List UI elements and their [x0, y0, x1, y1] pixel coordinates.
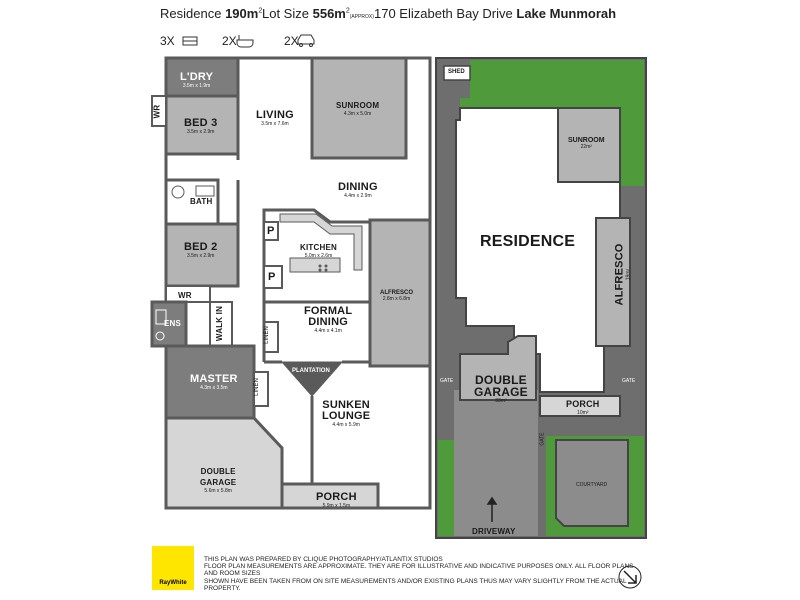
- site-porch: PORCH 10m²: [566, 399, 600, 416]
- site-plan: [435, 57, 647, 539]
- car-icon: [297, 34, 315, 47]
- disclaimer-line-3: shown have been taken from on site measu…: [204, 577, 627, 592]
- lot-value: 556m: [312, 6, 346, 21]
- room-ens: ENS: [164, 319, 182, 328]
- room-sunroom: SUNROOM 4.3m x 5.0m: [336, 101, 380, 117]
- compass-icon: [618, 565, 642, 589]
- room-linen-2: LINEN: [253, 378, 260, 396]
- room-sunken-lounge: SUNKEN LOUNGE 4.4m x 5.9m: [322, 399, 371, 429]
- disclaimer-line-1: This plan was prepared by Clique Photogr…: [204, 556, 443, 563]
- room-formal-dining: FORMAL DINING 4.4m x 4.1m: [304, 305, 353, 335]
- room-alfresco: ALFRESCO 2.8m x 6.8m: [380, 290, 413, 302]
- raywhite-logo: RayWhite: [152, 546, 194, 590]
- disclaimer: This plan was prepared by Clique Photogr…: [204, 556, 644, 592]
- residence-value: 190m: [225, 6, 259, 21]
- room-bed3: BED 3 3.5m x 2.9m: [184, 117, 218, 136]
- room-living: LIVING 3.5m x 7.6m: [256, 109, 294, 128]
- header-lot: Lot Size 556m2(APPROX): [262, 6, 374, 21]
- room-bath: BATH: [190, 197, 213, 206]
- site-shed: SHED: [448, 69, 465, 75]
- site-gate-right: GATE: [622, 378, 636, 384]
- feature-icons-baths: 2X: [222, 34, 241, 48]
- room-linen-1: LINEN: [263, 326, 270, 344]
- lot-label: Lot Size: [262, 6, 309, 21]
- room-laundry: L'DRY 3.5m x 1.9m: [180, 71, 214, 90]
- room-double-garage: DOUBLE GARAGE 5.6m x 5.8m: [200, 467, 237, 494]
- room-plantation: PLANTATION: [292, 368, 330, 374]
- address-text: 170 Elizabeth Bay Drive: [374, 6, 513, 21]
- disclaimer-line-2: Floor plan measurements are approximate.…: [204, 563, 634, 578]
- suburb-text: Lake Munmorah: [516, 6, 617, 21]
- site-sunroom: SUNROOM 22m²: [568, 137, 605, 150]
- room-kitchen: KITCHEN 5.0m x 2.6m: [300, 243, 337, 259]
- bed-icon: [182, 36, 198, 46]
- room-wr-top: WR: [152, 104, 162, 119]
- site-courtyard: COURTYARD: [576, 482, 608, 488]
- site-residence: RESIDENCE: [480, 233, 576, 250]
- site-alfresco: ALFRESCO 19m²: [613, 243, 632, 306]
- room-bed2: BED 2 3.5m x 2.9m: [184, 241, 218, 260]
- floor-plan: [150, 56, 432, 510]
- residence-label: Residence: [160, 6, 222, 21]
- site-gate-side: GATE: [539, 432, 546, 446]
- room-porch: PORCH 5.9m x 1.5m: [316, 491, 357, 510]
- room-dining: DINING 4.4m x 2.9m: [338, 181, 378, 200]
- baths-count: 2X: [222, 34, 237, 48]
- feature-icons-cars: 2X: [284, 34, 303, 48]
- arrow-up-icon: [486, 496, 498, 522]
- cars-count: 2X: [284, 34, 299, 48]
- room-master: MASTER 4.3m x 3.5m: [190, 373, 238, 392]
- room-walk-in: WALK IN: [215, 305, 225, 342]
- site-driveway: DRIVEWAY: [472, 527, 516, 536]
- header-address: 170 Elizabeth Bay Drive Lake Munmorah: [374, 6, 616, 21]
- lot-note: (APPROX): [349, 14, 374, 20]
- feature-icons: 3X: [160, 34, 179, 48]
- bath-icon: [236, 35, 254, 48]
- room-pantry-1: P: [267, 225, 275, 237]
- site-garage: DOUBLE GARAGE 33m²: [474, 373, 528, 404]
- header-residence: Residence 190m2: [160, 6, 263, 21]
- room-wr-mid: WR: [178, 291, 192, 300]
- beds-count: 3X: [160, 34, 175, 48]
- room-pantry-2: P: [268, 271, 276, 283]
- site-gate-left: GATE: [440, 378, 454, 384]
